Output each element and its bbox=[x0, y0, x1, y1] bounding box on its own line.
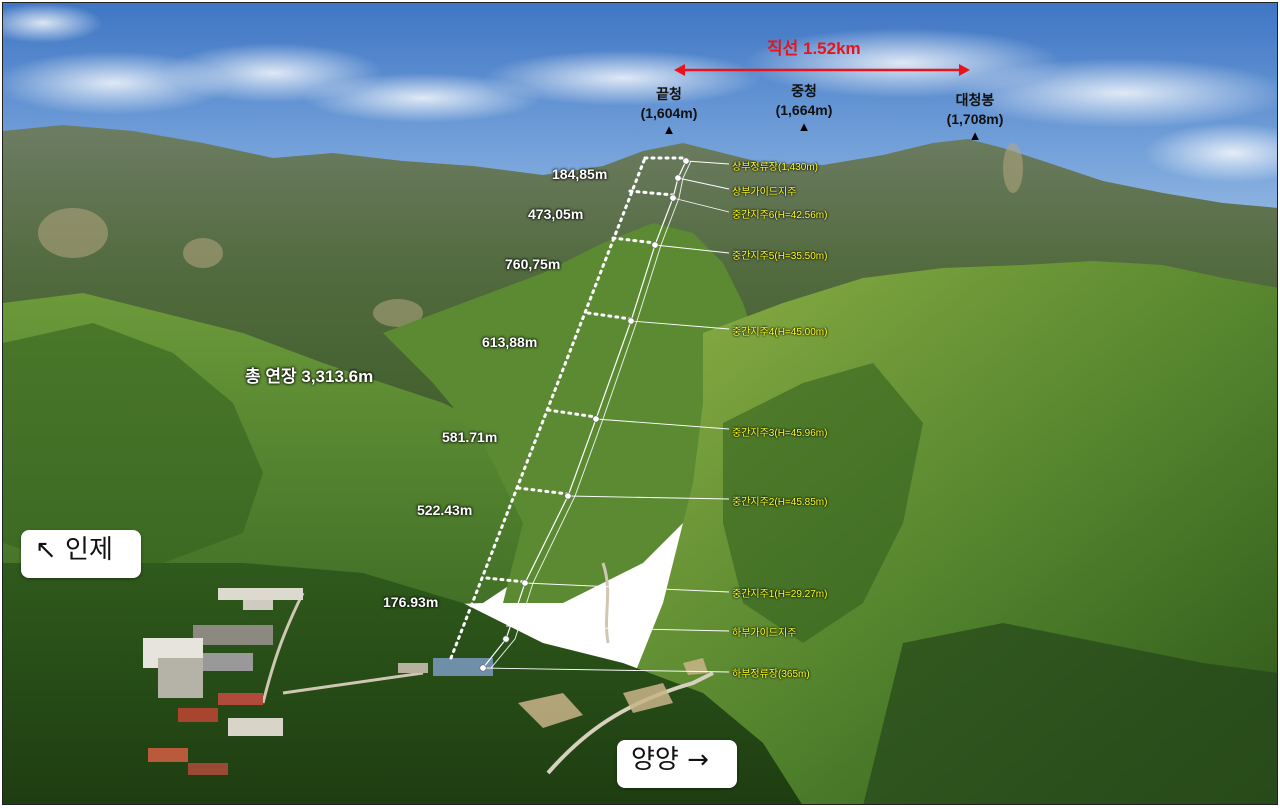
peak-kkeutcheong: 끝청 (1,604m) ▲ bbox=[633, 85, 705, 136]
segment-length: 613,88m bbox=[482, 334, 538, 350]
tower-label: 하부정류장(365m) bbox=[732, 669, 810, 680]
peak-name: 대청봉 bbox=[955, 92, 995, 108]
buildings bbox=[143, 588, 493, 775]
road-3 bbox=[282, 671, 424, 695]
peak-elevation: (1,708m) bbox=[946, 111, 1004, 127]
segment-length: 184,85m bbox=[552, 166, 608, 182]
mid-slopes-center bbox=[383, 223, 763, 603]
tower-label: 중간지주1(H=29.27m) bbox=[732, 589, 828, 600]
total-length-label: 총 연장 3,313.6m bbox=[245, 367, 374, 386]
straight-distance-label: 직선 1.52km bbox=[767, 39, 861, 58]
road-4 bbox=[261, 592, 305, 704]
straight-distance-arrow bbox=[674, 64, 970, 76]
road-2 bbox=[601, 562, 610, 644]
tower-label: 중간지주6(H=42.56m) bbox=[732, 210, 828, 221]
peak-name: 끝청 bbox=[656, 86, 682, 102]
peak-elevation: (1,664m) bbox=[775, 102, 833, 118]
tower-label: 하부가이드지주 bbox=[732, 628, 797, 639]
cable-line-2 bbox=[490, 160, 692, 669]
tower-markers bbox=[479, 157, 690, 672]
direction-yangyang-box: 양양 → bbox=[617, 740, 737, 788]
peak-triangle-icon: ▲ bbox=[968, 128, 982, 143]
peak-triangle-icon: ▲ bbox=[797, 119, 811, 134]
direction-inje-box: ↖ 인제 bbox=[21, 530, 141, 578]
cable-line-1 bbox=[482, 160, 687, 669]
direction-yangyang-label: 양양 → bbox=[631, 745, 709, 775]
tower-label: 중간지주2(H=45.85m) bbox=[732, 497, 828, 508]
rock-patches bbox=[38, 143, 1023, 327]
peak-triangle-icon: ▲ bbox=[662, 122, 676, 137]
direction-inje-label: ↖ 인제 bbox=[35, 535, 113, 565]
right-hill-shade bbox=[723, 363, 923, 643]
tower-label: 중간지주3(H=45.96m) bbox=[732, 428, 828, 439]
total-length-dotted-line bbox=[449, 156, 647, 660]
left-ridge-shade bbox=[3, 323, 263, 563]
peak-jungcheong: 중청 (1,664m) ▲ bbox=[768, 82, 840, 133]
segment-dotted-ticks bbox=[485, 156, 688, 584]
tower-label: 상부가이드지주 bbox=[732, 187, 797, 198]
peak-elevation: (1,604m) bbox=[640, 105, 698, 121]
clouds bbox=[3, 3, 1277, 183]
leader-lines bbox=[482, 160, 730, 673]
segment-length: 760,75m bbox=[505, 256, 561, 272]
road bbox=[546, 671, 714, 775]
segment-length: 522.43m bbox=[417, 502, 473, 518]
tower-label: 중간지주4(H=45.00m) bbox=[732, 327, 828, 338]
valley-floor bbox=[3, 563, 802, 804]
front-right-dark bbox=[863, 623, 1277, 804]
peak-daecheongbong: 대청봉 (1,708m) ▲ bbox=[939, 91, 1011, 142]
clearings bbox=[518, 658, 708, 728]
peak-name: 중청 bbox=[791, 83, 817, 99]
mountain-photo bbox=[3, 3, 1277, 804]
tower-label: 중간지주5(H=35.50m) bbox=[732, 251, 828, 262]
tower-label: 상부정류장(1,430m) bbox=[732, 162, 819, 173]
segment-length: 176.93m bbox=[383, 594, 439, 610]
segment-length: 581.71m bbox=[442, 429, 498, 445]
segment-length: 473,05m bbox=[528, 206, 584, 222]
